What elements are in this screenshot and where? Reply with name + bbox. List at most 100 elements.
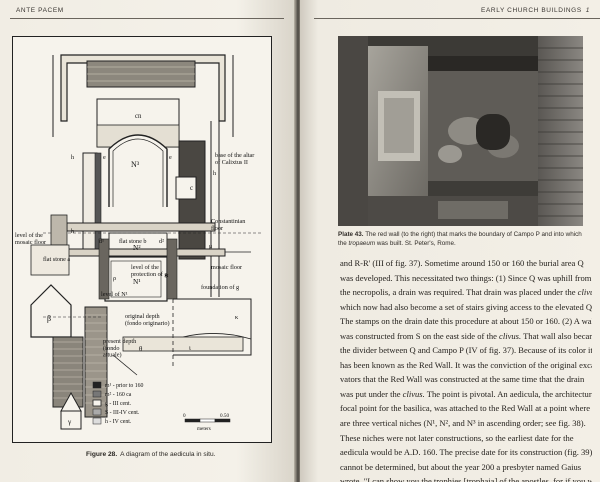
legend-item: h - IV cent.	[105, 419, 132, 425]
body-run: wrote, "I can show you the trophies [tro…	[340, 476, 592, 482]
label-n2: N²	[133, 243, 141, 252]
body-italic-run: clivus,	[577, 287, 592, 298]
body-run: That wall also became	[521, 330, 592, 341]
body-line: cannot be determined, but about the year…	[340, 460, 592, 475]
body-run: has been known as the Red Wall. It was t…	[340, 359, 592, 370]
body-line: was constructed from S on the east side …	[340, 329, 592, 344]
body-line: aedicula would be A.D. 160. The precise …	[340, 445, 592, 460]
body-italic-run: clivus.	[402, 388, 425, 399]
body-line: was developed. This necessitated two thi…	[340, 271, 592, 286]
body-run: The point is pivotal. An aedicula, the a…	[424, 388, 592, 399]
body-run: These niches were not later construction…	[340, 432, 574, 443]
body-line: has been known as the Red Wall. It was t…	[340, 358, 592, 373]
body-run: the necropolis, a drain was required. Th…	[340, 287, 578, 298]
body-run: which now had also become a set of stair…	[340, 301, 592, 312]
body-run: cannot be determined, but about the year…	[340, 461, 582, 472]
body-line: wrote, "I can show you the trophies [tro…	[340, 474, 592, 482]
legend-item: m² - 160 ca	[105, 392, 132, 398]
label-h-1: h	[71, 154, 75, 161]
label-d2: d²	[159, 238, 164, 245]
label-c: c	[190, 185, 193, 192]
figure-caption: Figure 28.A diagram of the aedicula in s…	[86, 451, 215, 458]
scale-start: 0	[183, 413, 186, 419]
plate-number: Plate 43.	[338, 231, 364, 238]
body-line: which now had also become a set of stair…	[340, 300, 592, 315]
body-line: These niches were not later construction…	[340, 431, 592, 446]
label-foundation-of-g: foundation of g	[201, 284, 239, 291]
label-theta: θ	[139, 345, 143, 353]
body-text: and R-R' (III of fig. 37). Sometime arou…	[340, 256, 592, 482]
body-run: focal point for the basilica, was attach…	[340, 403, 592, 414]
body-run: and R-R' (III of fig. 37). Sometime arou…	[340, 258, 584, 268]
figure-number: Figure 28.	[86, 451, 118, 458]
label-mu: μ	[209, 243, 213, 250]
body-run: was constructed from S on the east side …	[340, 330, 500, 341]
label-beta: β	[47, 314, 51, 323]
running-head-title: EARLY CHURCH BUILDINGS	[481, 7, 582, 14]
body-run: vators that the Red Wall was constructed…	[340, 374, 585, 385]
label-mosaic-floor-right: mosaic floor	[211, 264, 242, 271]
plate-photograph	[338, 36, 583, 226]
label-level-of-protection: level of the protection of g	[131, 264, 167, 278]
label-h-3: h	[71, 228, 75, 235]
diagram-drawing: cn N³ c h h h e e base of the altar of C…	[15, 54, 261, 432]
label-gamma: γ	[67, 417, 72, 426]
label-flat-stone-b: flat stone b	[119, 238, 147, 245]
scale-unit: meters	[197, 426, 211, 432]
body-run: aedicula would be A.D. 160. The precise …	[340, 447, 592, 458]
body-line: was put under the clivus. The point is p…	[340, 387, 592, 402]
body-line: focal point for the basilica, was attach…	[340, 401, 592, 416]
figure-caption-text: A diagram of the aedicula in situ.	[120, 451, 216, 458]
label-iota: ι	[189, 345, 191, 352]
label-altar-base: base of the altar of Calixtus II	[215, 152, 256, 166]
legend-item: m¹ - prior to 160	[105, 383, 144, 389]
left-page: ANTE PACEM	[0, 0, 296, 482]
legend-item: S - III-IV cent.	[105, 410, 140, 416]
header-rule-right	[314, 18, 600, 19]
label-kappa: κ	[235, 314, 239, 321]
book-gutter	[294, 0, 302, 482]
label-rho: ρ	[113, 275, 116, 282]
label-h-2: h	[213, 170, 217, 177]
label-cn: cn	[135, 113, 142, 120]
body-line: the necropolis, a drain was required. Th…	[340, 285, 592, 300]
label-e-1: e	[103, 154, 106, 161]
body-run: was developed. This necessitated two thi…	[340, 272, 592, 283]
body-run: are three vertical niches (N¹, N², and N…	[340, 418, 586, 429]
body-paragraph: and R-R' (III of fig. 37). Sometime arou…	[340, 256, 592, 482]
running-head-left: ANTE PACEM	[16, 7, 64, 14]
body-line: are three vertical niches (N¹, N², and N…	[340, 416, 592, 431]
plate-caption-text: The red wall (to the right) that marks t…	[338, 231, 582, 247]
body-run: was put under the	[340, 388, 403, 399]
label-alpha: α	[165, 272, 169, 279]
body-italic-run: clivus.	[499, 330, 522, 341]
legend-item: g - III cent.	[105, 401, 132, 407]
label-mosaic-floor-left: level of the mosaic floor	[15, 232, 46, 246]
label-original-depth: original depth (fondo originario)	[125, 313, 170, 327]
aedicula-diagram: cn N³ c h h h e e base of the altar of C…	[12, 36, 272, 443]
body-run: the divider between Q and Campo P (IV of…	[340, 345, 592, 356]
label-n1: N¹	[133, 277, 141, 286]
red-wall-photo	[338, 36, 583, 226]
label-e-2: e	[169, 154, 172, 161]
label-d1: d¹	[99, 238, 104, 245]
label-level-of-n1: level of N¹	[101, 291, 128, 298]
scale-end: 0.50	[220, 413, 229, 419]
page-folio: 1	[585, 7, 590, 14]
header-rule-left	[10, 18, 284, 19]
body-line: and R-R' (III of fig. 37). Sometime arou…	[340, 256, 592, 271]
body-line: the divider between Q and Campo P (IV of…	[340, 343, 592, 358]
plate-caption-run: The red wall (to the right) that marks t…	[338, 231, 582, 247]
body-line: vators that the Red Wall was constructed…	[340, 372, 592, 387]
body-run: The stamps on the drain date this proced…	[340, 316, 592, 327]
plate-caption-run: tropaeum	[348, 239, 376, 247]
body-line: The stamps on the drain date this proced…	[340, 314, 592, 329]
plate-caption-run: was built. St. Peter's, Rome.	[375, 239, 456, 247]
label-flat-stone-a: flat stone a	[43, 256, 70, 263]
label-constantinian-floor: Constantinian floor	[211, 218, 247, 232]
plate-caption: Plate 43. The red wall (to the right) th…	[338, 231, 586, 248]
